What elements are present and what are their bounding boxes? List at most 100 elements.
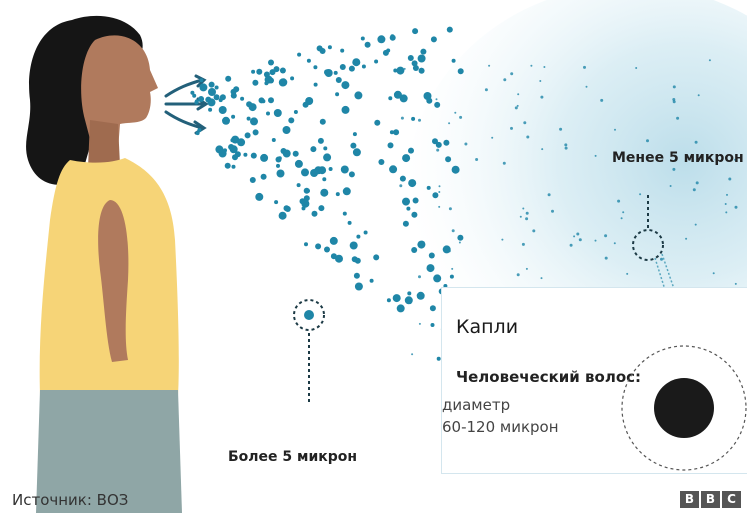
droplet	[229, 145, 238, 154]
droplet	[433, 274, 442, 283]
droplet	[318, 166, 327, 175]
bbc-logo: B B C	[680, 491, 741, 508]
droplet	[297, 52, 302, 57]
bbc-logo-letter: B	[680, 491, 699, 508]
droplet	[319, 118, 326, 125]
aerosol-particle	[521, 242, 525, 246]
droplet	[436, 356, 441, 361]
droplet	[402, 197, 410, 206]
aerosol-particle	[438, 185, 441, 188]
droplet	[420, 48, 427, 55]
arm	[98, 200, 129, 362]
droplet	[214, 85, 219, 90]
aerosol-particle	[484, 88, 488, 92]
droplet	[335, 192, 340, 197]
droplet	[389, 130, 394, 135]
droplet	[225, 75, 232, 82]
aerosol-particle	[501, 238, 504, 241]
aerosol-particle	[635, 67, 638, 69]
droplet	[194, 99, 199, 104]
aerosol-particle	[685, 237, 688, 240]
droplet	[310, 146, 317, 153]
droplet	[363, 230, 368, 235]
droplet	[342, 211, 347, 216]
droplet	[274, 200, 279, 205]
droplet	[279, 78, 288, 87]
droplet	[342, 187, 351, 196]
aerosol-particle	[594, 239, 597, 242]
droplets	[190, 26, 738, 363]
droplet	[199, 78, 204, 83]
droplet	[271, 138, 276, 142]
droplet	[303, 195, 310, 202]
aerosol-particle	[583, 65, 586, 69]
aerosol-particle	[418, 275, 421, 279]
aerosol-particle	[541, 148, 544, 151]
droplet	[252, 79, 259, 86]
aerosol-particle	[620, 217, 623, 220]
aerosol-particle	[594, 154, 597, 157]
droplet	[277, 156, 282, 161]
droplet	[231, 164, 236, 169]
aerosol-particle	[551, 209, 554, 213]
droplet	[430, 36, 437, 43]
droplet	[387, 142, 394, 149]
droplet	[392, 294, 401, 303]
droplet	[378, 159, 385, 165]
hair-cross-section	[621, 345, 747, 471]
aerosol-particle	[523, 121, 527, 125]
breath-arrow-top	[164, 78, 204, 98]
aerosol-particle	[435, 98, 438, 101]
droplet	[432, 192, 439, 199]
aerosol-particle	[448, 122, 451, 125]
aerosol-particle	[694, 223, 697, 226]
hair-comparison-title: Человеческий волос:	[456, 368, 642, 386]
droplet	[412, 65, 419, 71]
droplet	[382, 49, 389, 56]
droplet	[273, 109, 282, 117]
droplet	[430, 323, 435, 327]
aerosol-particle	[514, 106, 518, 110]
aerosol-particle	[516, 104, 519, 107]
droplet	[352, 148, 361, 157]
bbc-logo-letter: B	[701, 491, 720, 508]
droplet	[296, 183, 301, 188]
droplet	[290, 76, 295, 81]
breath-arrows	[164, 74, 209, 135]
aerosol-particle	[411, 353, 414, 356]
aerosol-particle	[503, 78, 507, 82]
droplet	[341, 105, 350, 114]
aerosol-particle	[420, 67, 423, 70]
aerosol-particle	[734, 282, 737, 285]
droplet	[208, 81, 215, 88]
droplet	[449, 274, 454, 279]
droplet	[243, 152, 248, 157]
droplet	[197, 128, 202, 133]
droplet	[412, 197, 419, 204]
aerosol-particle	[475, 158, 479, 161]
droplet	[261, 99, 266, 104]
droplet	[303, 187, 310, 194]
droplet	[386, 298, 391, 303]
hair-disc	[654, 378, 714, 438]
aerosol-particle	[576, 232, 580, 236]
droplet	[301, 199, 310, 208]
aerosol-particle	[526, 135, 530, 139]
droplet	[411, 211, 418, 218]
droplet	[195, 131, 200, 136]
aerosol-particle	[525, 211, 529, 215]
droplet	[327, 45, 332, 50]
droplet	[426, 185, 431, 190]
aerosol-particle	[454, 111, 457, 114]
droplet	[301, 168, 309, 177]
droplet	[340, 165, 349, 174]
aerosol-particle	[540, 95, 544, 99]
droplet	[348, 65, 355, 72]
droplet	[278, 211, 287, 220]
droplet	[435, 141, 442, 148]
aerosol-particle	[438, 205, 441, 208]
droplet	[407, 55, 414, 61]
droplet	[411, 60, 418, 67]
aerosol-particle	[438, 191, 441, 193]
aerosol-particle	[600, 98, 604, 102]
